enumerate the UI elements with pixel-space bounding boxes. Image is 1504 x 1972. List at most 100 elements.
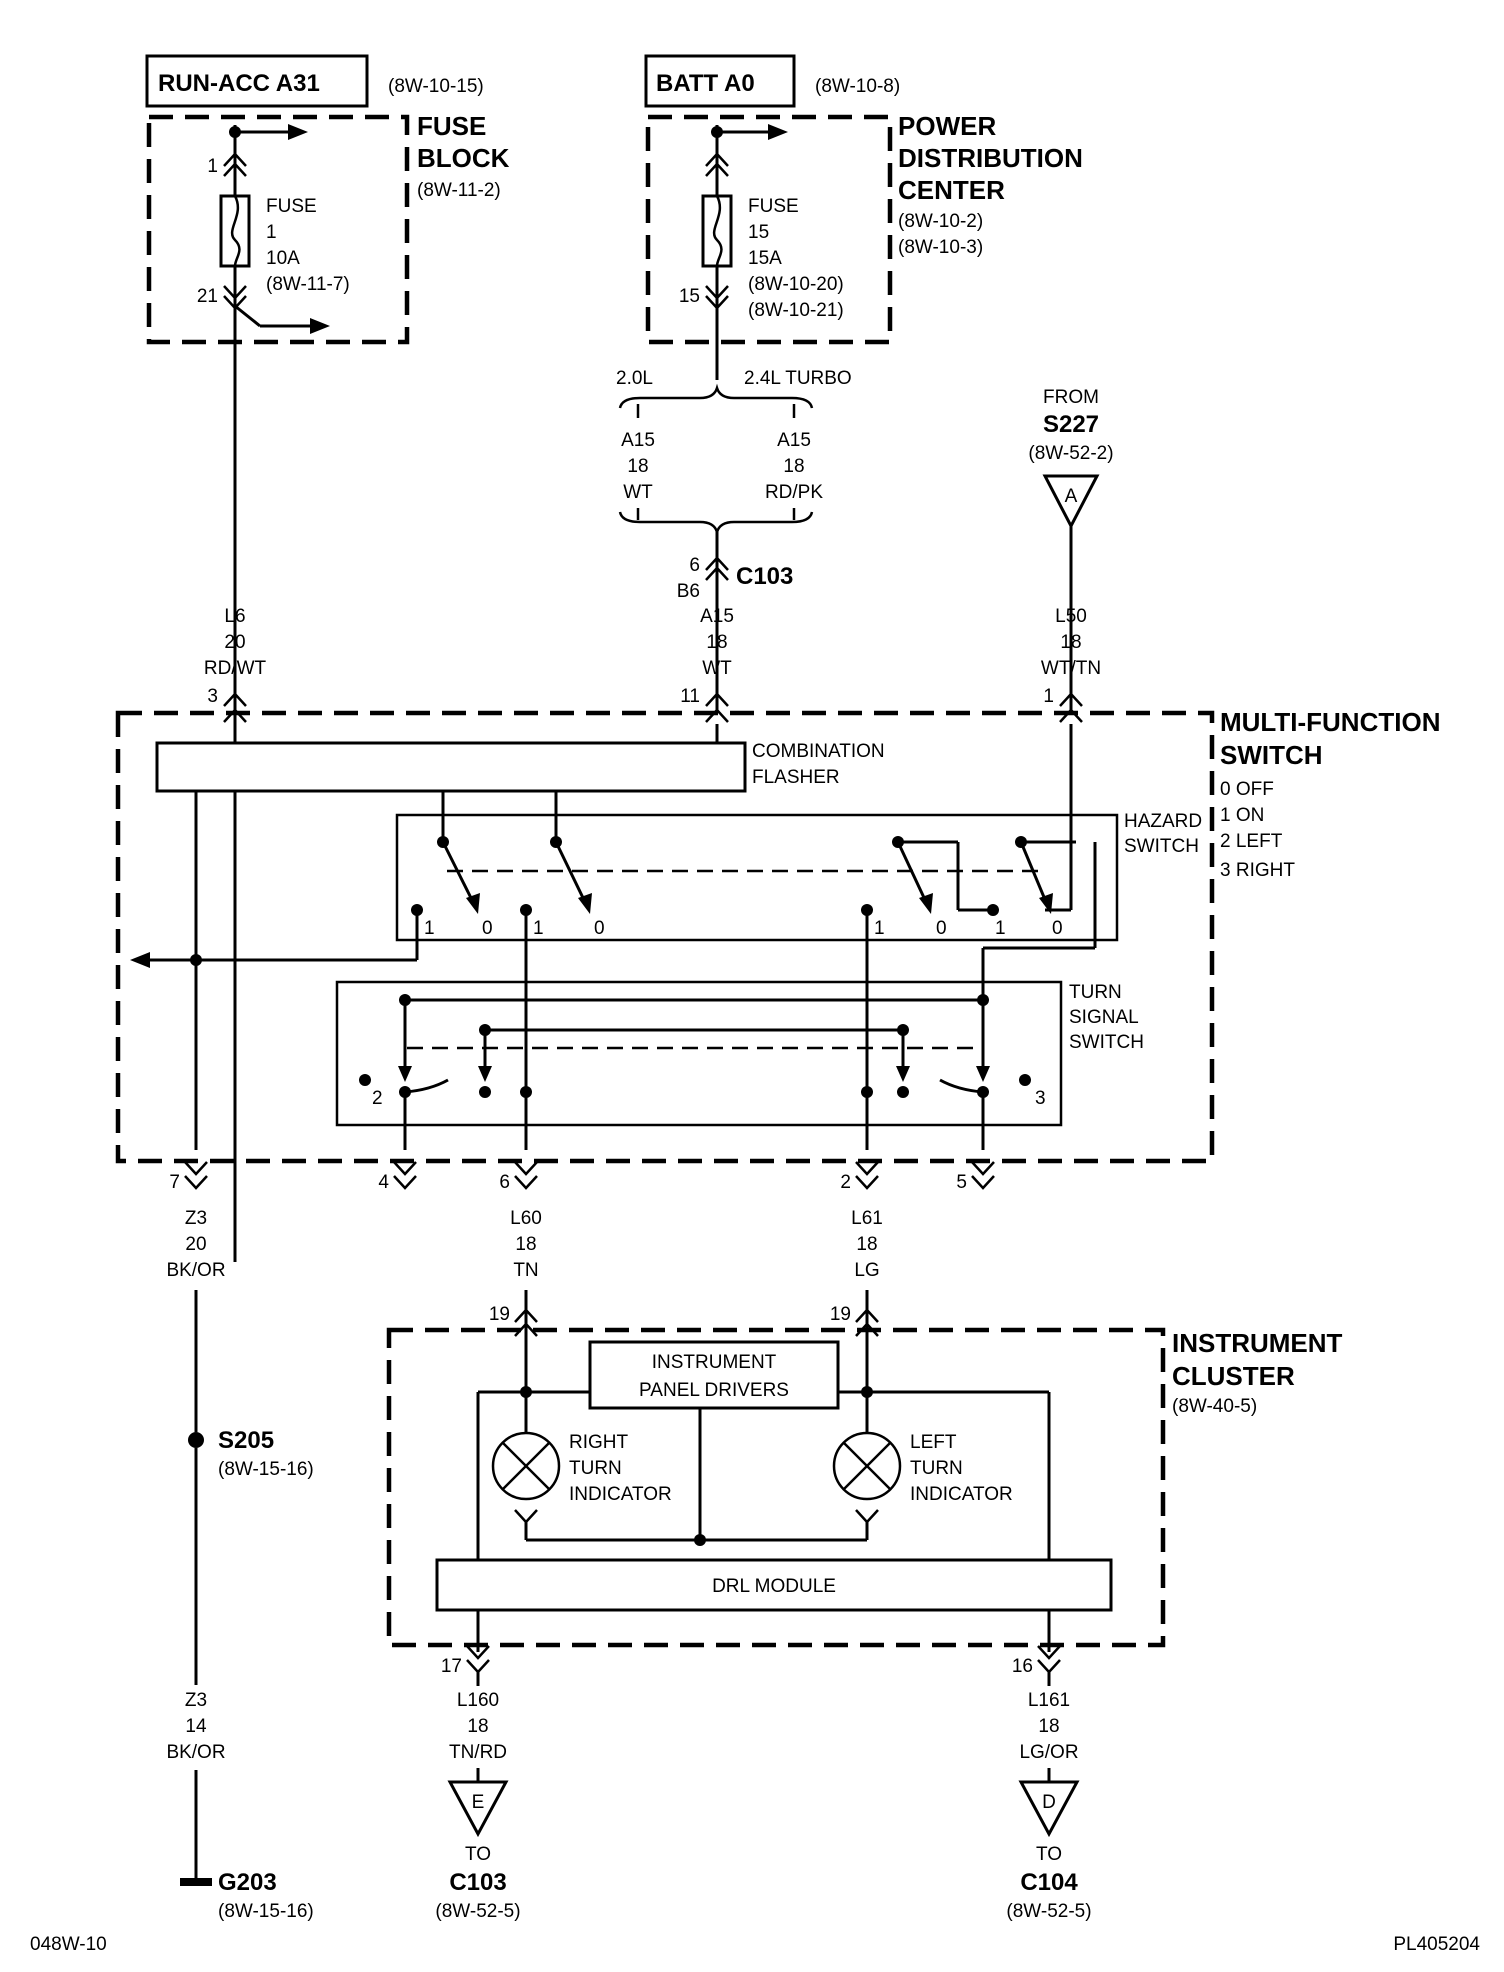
right-ind-label-2: TURN xyxy=(569,1458,622,1479)
batt-label: BATT A0 xyxy=(656,70,755,97)
engine-variant-split: 2.0L 2.4L TURBO A15 18 WT A15 18 RD/PK xyxy=(616,368,852,537)
cluster-title-2: CLUSTER xyxy=(1172,1361,1295,1391)
hazard-contact-1b: 1 xyxy=(533,918,544,939)
ground-path: S205 (8W-15-16) Z3 14 BK/OR G203 (8W-15-… xyxy=(166,1290,314,1922)
mfs-position-2: 2 LEFT xyxy=(1220,831,1283,852)
fuse-15-name: FUSE xyxy=(748,196,799,217)
right-branch-wire-id: A15 xyxy=(777,430,811,451)
c103-pin-a: 6 xyxy=(689,555,700,576)
mfs-position-3: 3 RIGHT xyxy=(1220,860,1295,881)
mfs-title-1: MULTI-FUNCTION xyxy=(1220,707,1440,737)
mfs-input-connectors xyxy=(223,692,1083,723)
mfs-output-labels: Z3 20 BK/OR L60 18 TN L61 18 LG xyxy=(166,1208,882,1281)
s227-off-page-triangle xyxy=(1042,474,1100,530)
hazard-contact-1a: 1 xyxy=(424,918,435,939)
left-branch-wire-color: WT xyxy=(623,482,653,503)
mfs-pin-2: 2 xyxy=(840,1172,851,1193)
hazard-contact-0c: 0 xyxy=(936,918,947,939)
fuse-15-rating: 15A xyxy=(748,248,782,269)
right-ind-label-3: INDICATOR xyxy=(569,1484,672,1505)
d-off-page-triangle xyxy=(1018,1780,1080,1838)
e-letter: E xyxy=(472,1792,485,1813)
fuse-15-number: 15 xyxy=(748,222,769,243)
a15-wire-color: WT xyxy=(702,658,732,679)
fuse-1-ref: (8W-11-7) xyxy=(266,274,350,295)
hazard-label-2: SWITCH xyxy=(1124,836,1199,857)
s205-name: S205 xyxy=(218,1427,274,1454)
fuse-1-name: FUSE xyxy=(266,196,317,217)
engine-2-0l-label: 2.0L xyxy=(616,368,653,389)
l161-wire-gauge: 18 xyxy=(1038,1716,1059,1737)
instrument-panel-drivers-box xyxy=(588,1340,840,1410)
drl-module-label: DRL MODULE xyxy=(712,1576,836,1597)
hazard-contact-0b: 0 xyxy=(594,918,605,939)
left-ind-label-3: INDICATOR xyxy=(910,1484,1013,1505)
instrument-cluster: 19 19 INSTRUMENT CLUSTER (8W-40-5) INSTR… xyxy=(386,1304,1343,1677)
g203-name: G203 xyxy=(218,1869,277,1896)
l50-wire-id: L50 xyxy=(1055,606,1087,627)
hazard-contact-1c: 1 xyxy=(874,918,885,939)
l161-wire-id: L161 xyxy=(1028,1690,1070,1711)
e-dest-name: C103 xyxy=(449,1869,506,1896)
pdc-pin-out: 15 xyxy=(679,286,700,307)
l6-wire-color: RD/WT xyxy=(204,658,267,679)
l61-wire-id: L61 xyxy=(851,1208,883,1229)
drivers-label-2: PANEL DRIVERS xyxy=(639,1380,789,1401)
run-acc-ref: (8W-10-15) xyxy=(388,76,484,97)
flasher-label-1: COMBINATION xyxy=(752,741,885,762)
fuse-1-number: 1 xyxy=(266,222,277,243)
pdc-title-3: CENTER xyxy=(898,175,1005,205)
g203-ref: (8W-15-16) xyxy=(218,1901,314,1922)
turn-position-3: 3 xyxy=(1035,1088,1046,1109)
cluster-pin-16: 16 xyxy=(1012,1656,1033,1677)
s227-ref: (8W-52-2) xyxy=(1028,443,1113,464)
d-letter: D xyxy=(1042,1792,1056,1813)
left-ind-label-1: LEFT xyxy=(910,1432,957,1453)
d-dest-ref: (8W-52-5) xyxy=(1006,1901,1091,1922)
fuse-block-pin-out: 21 xyxy=(197,286,218,307)
fuse-1-symbol xyxy=(219,194,251,268)
z3-wire-gauge: 20 xyxy=(185,1234,206,1255)
flasher-label-2: FLASHER xyxy=(752,767,840,788)
fuse-block: 1 FUSE 1 10A (8W-11-7) 21 FUSE BLOCK (8W… xyxy=(146,111,510,1262)
footer-figure-id: PL405204 xyxy=(1393,1934,1480,1955)
hazard-contact-1d: 1 xyxy=(995,918,1006,939)
mfs-title-2: SWITCH xyxy=(1220,740,1323,770)
fuse-block-title-1: FUSE xyxy=(417,111,486,141)
fuse-1-rating: 10A xyxy=(266,248,300,269)
mfs-pin-3: 3 xyxy=(207,686,218,707)
mfs-position-1: 1 ON xyxy=(1220,805,1264,826)
d-to: TO xyxy=(1036,1844,1062,1865)
fuse-15-ref-2: (8W-10-21) xyxy=(748,300,844,321)
run-acc-source-box xyxy=(145,54,369,108)
l60-wire-color: TN xyxy=(513,1260,538,1281)
mfs-input-labels: L6 20 RD/WT 3 A15 18 WT 11 L50 18 WT/TN … xyxy=(204,606,1101,707)
pdc-ref-1: (8W-10-2) xyxy=(898,211,983,232)
e-to: TO xyxy=(465,1844,491,1865)
c103-connector-top: 6 B6 C103 xyxy=(677,532,793,712)
footer-page-code: 048W-10 xyxy=(30,1934,107,1955)
hazard-contact-0a: 0 xyxy=(482,918,493,939)
fuse-block-title-2: BLOCK xyxy=(417,143,510,173)
c103-pin-b: B6 xyxy=(677,581,700,602)
mfs-output-connectors: 7 4 6 2 5 xyxy=(169,1161,995,1193)
l6-wire-id: L6 xyxy=(224,606,245,627)
l60-wire-gauge: 18 xyxy=(515,1234,536,1255)
turn-label-3: SWITCH xyxy=(1069,1032,1144,1053)
cluster-pin-17: 17 xyxy=(441,1656,462,1677)
turn-label-1: TURN xyxy=(1069,982,1122,1003)
engine-2-4l-label: 2.4L TURBO xyxy=(744,368,852,389)
g203-ground-symbol xyxy=(180,1878,212,1886)
s227-letter: A xyxy=(1065,486,1078,507)
e-dest-ref: (8W-52-5) xyxy=(435,1901,520,1922)
z3-wire-color: BK/OR xyxy=(166,1260,225,1281)
right-ind-label-1: RIGHT xyxy=(569,1432,629,1453)
fuse-15-symbol xyxy=(701,194,733,268)
l160-wire-color: TN/RD xyxy=(449,1742,507,1763)
s205-ref: (8W-15-16) xyxy=(218,1459,314,1480)
z3-ground-wire-id: Z3 xyxy=(185,1690,207,1711)
s227-name: S227 xyxy=(1043,411,1099,438)
batt-ref: (8W-10-8) xyxy=(815,76,900,97)
right-branch-wire-color: RD/PK xyxy=(765,482,823,503)
